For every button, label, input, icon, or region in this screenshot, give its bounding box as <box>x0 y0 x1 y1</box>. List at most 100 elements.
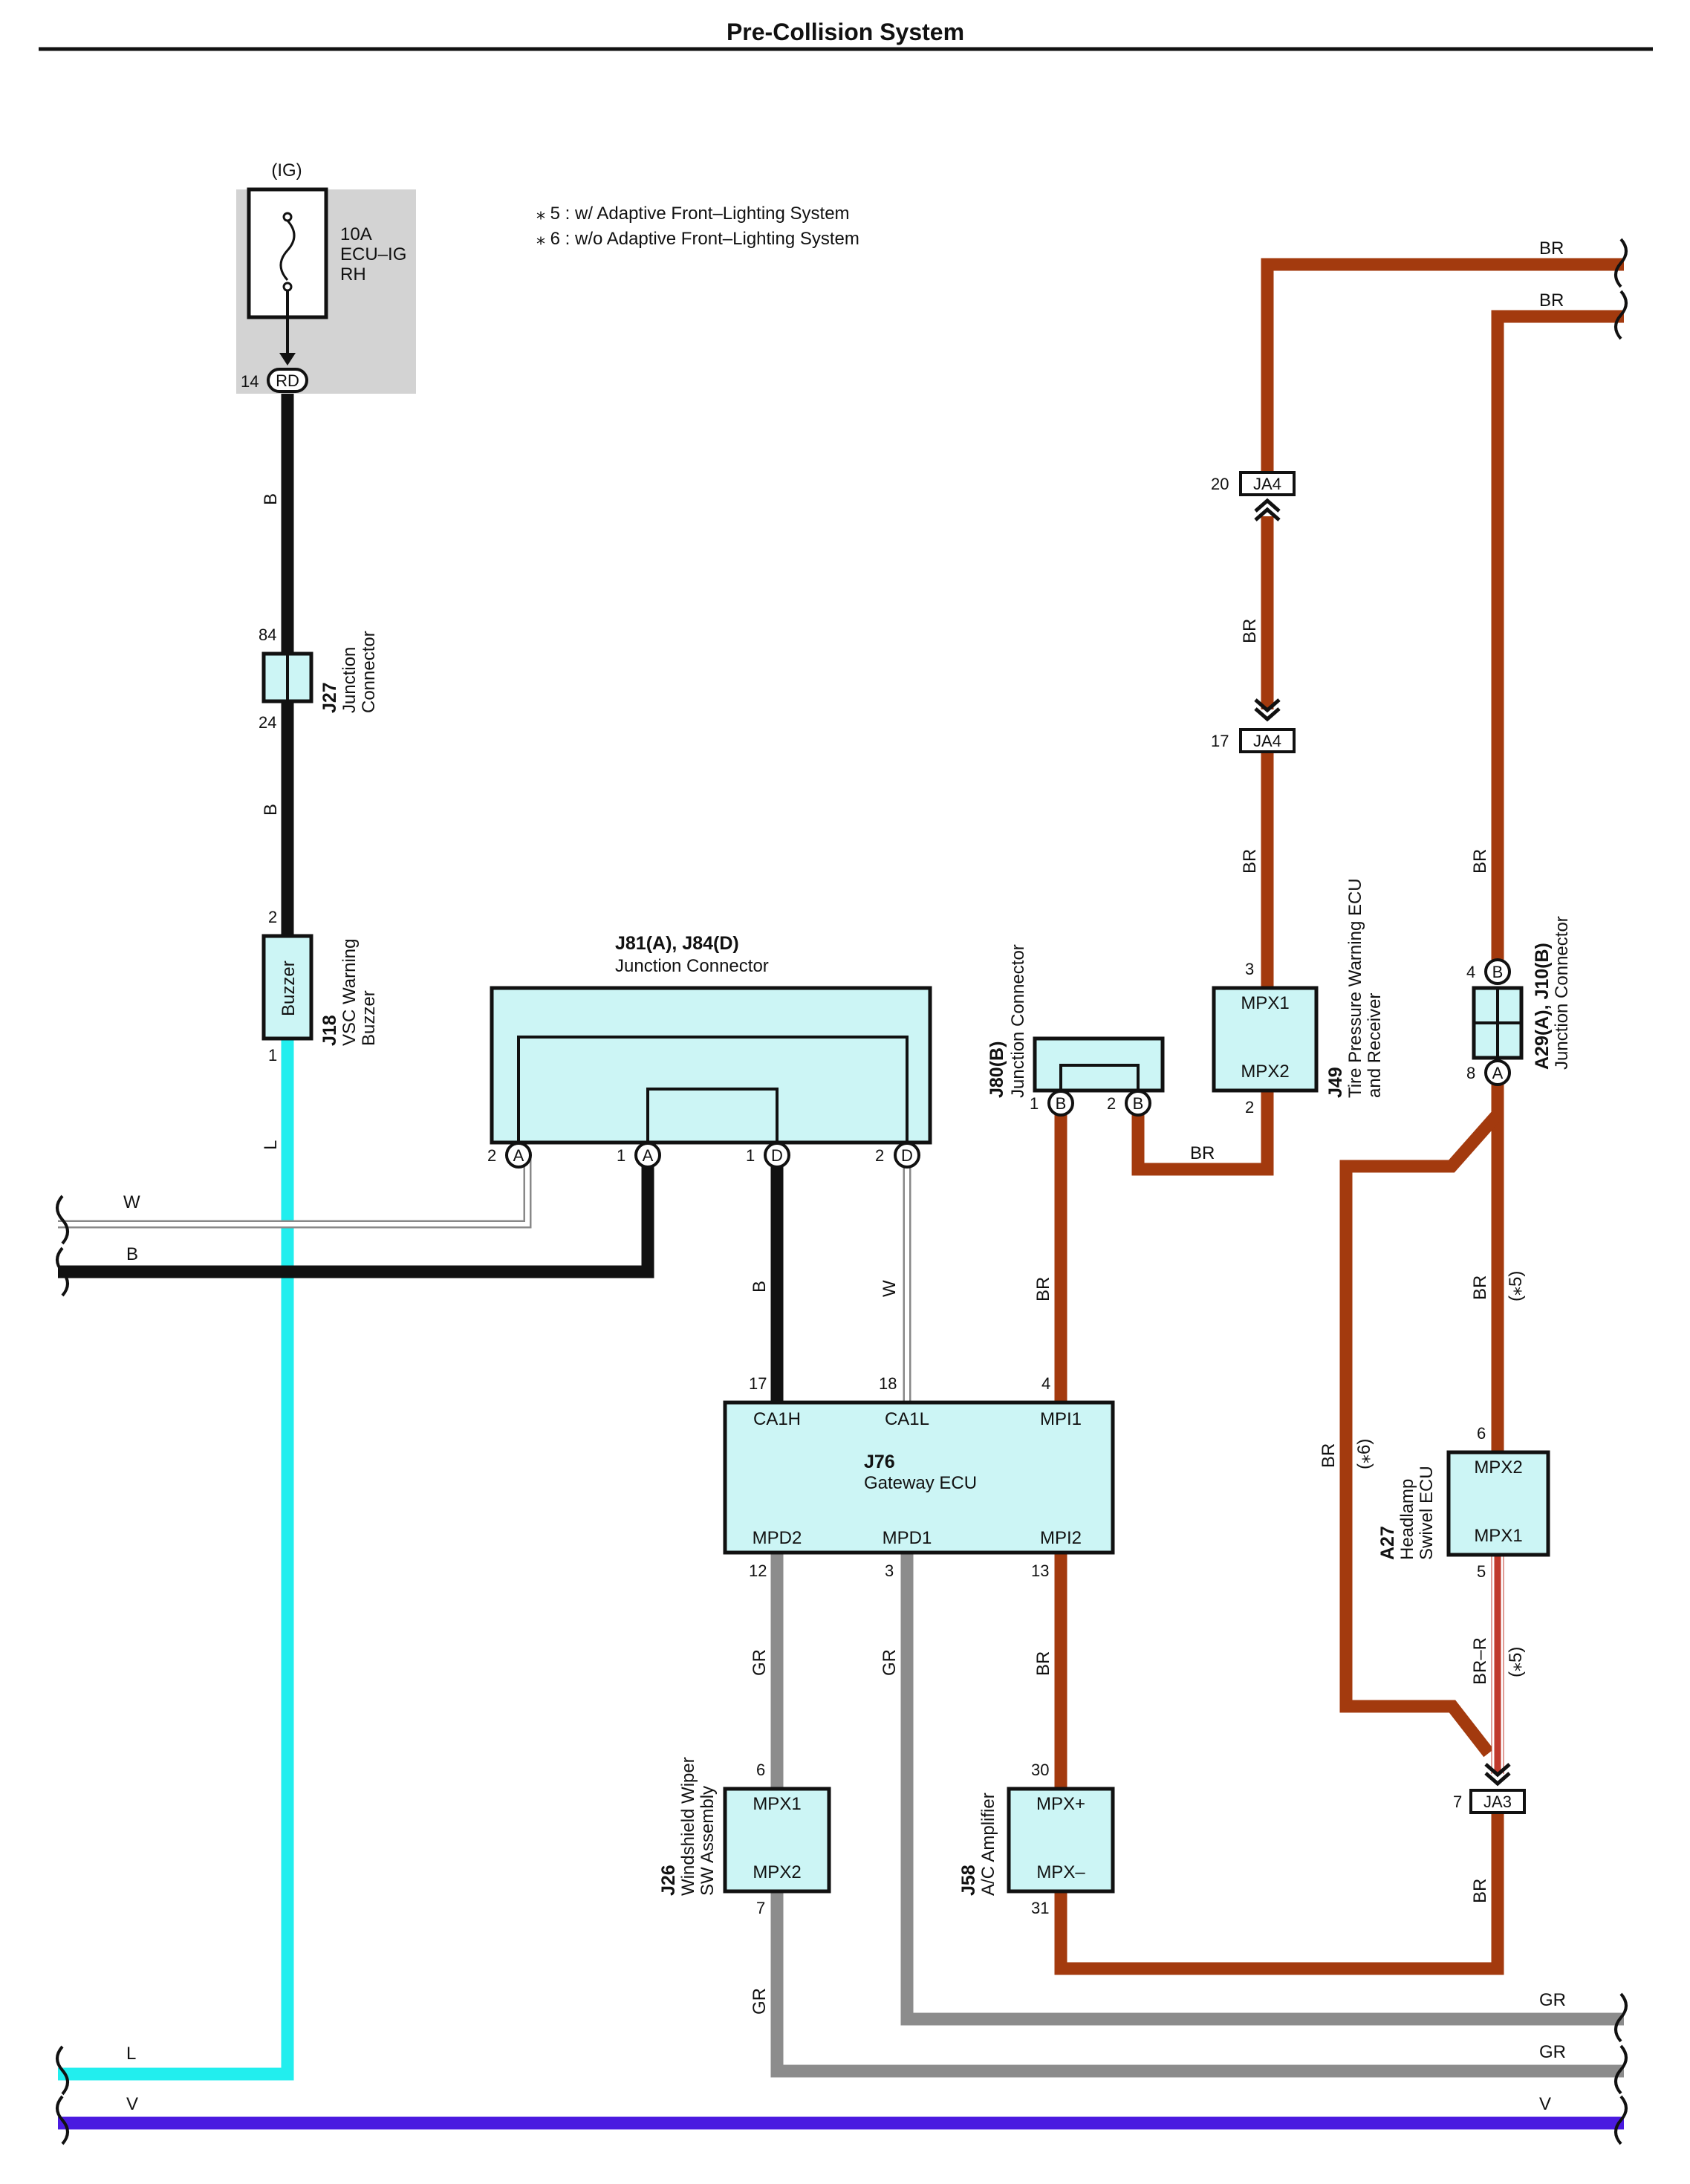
page-title: Pre-Collision System <box>727 19 964 45</box>
a27-line2: Swivel ECU <box>1417 1466 1437 1560</box>
chevron-down-icon <box>1484 1763 1511 1787</box>
j80-bus <box>1059 1064 1140 1102</box>
j80-pin-2b-conn: B <box>1133 1094 1144 1113</box>
j27-id: J27 <box>319 682 340 713</box>
j81-pin-1d-conn: D <box>771 1146 783 1165</box>
j26-line2: SW Assembly <box>698 1786 718 1896</box>
label-b-left: B <box>126 1244 138 1264</box>
a29-pin-bottom: 8 <box>1466 1064 1475 1082</box>
ja3-connector: JA3 7 <box>1453 1763 1526 1814</box>
label-br-top-1: BR <box>1539 238 1564 259</box>
label-br-a29: BR <box>1470 849 1490 874</box>
j80-pin-2b-num: 2 <box>1107 1094 1116 1113</box>
a27-box <box>1446 1450 1550 1557</box>
a29-id: A29(A), J10(B) <box>1532 943 1553 1070</box>
j49-line2: and Receiver <box>1365 993 1385 1098</box>
label-b-ecu: B <box>750 1281 770 1293</box>
j76-term-ca1l: CA1L <box>885 1409 929 1429</box>
break-right-br2 <box>1614 290 1628 340</box>
j49-pin-top: 3 <box>1245 960 1254 978</box>
chevron-up-icon <box>1254 498 1281 521</box>
label-br-j80-j49: BR <box>1190 1143 1215 1163</box>
break-right-v <box>1614 2095 1628 2145</box>
wire-br-ja3-j58 <box>1054 1813 1504 1975</box>
break-left-l <box>56 2045 69 2096</box>
j49-term-bottom: MPX2 <box>1241 1062 1289 1082</box>
label-br-ja4: BR <box>1240 619 1260 643</box>
j58-line1: A/C Amplifier <box>978 1793 998 1896</box>
label-br-a27: BR <box>1470 1275 1490 1300</box>
ja4-bottom-box <box>1239 728 1296 753</box>
wire-br-j80-j49 <box>1131 1091 1274 1176</box>
ja4-top-box <box>1239 471 1296 496</box>
j27-pin-top: 84 <box>259 625 276 644</box>
wire-gr-j26-bottom <box>770 1891 1624 2078</box>
wire-labels: B B L W B B W BR BR BR BR BR BR BR BR (⁎… <box>123 238 1566 2114</box>
j76-pin-13: 13 <box>1031 1561 1049 1580</box>
j76-pin-12: 12 <box>749 1561 767 1580</box>
j26-line1: Windshield Wiper <box>678 1757 698 1896</box>
j26-pin-top: 6 <box>756 1761 765 1779</box>
j81-pin-2d-conn: D <box>901 1146 913 1165</box>
ja4-pin-bottom: 17 <box>1211 732 1229 750</box>
j81-pin-1a-conn: A <box>643 1146 654 1165</box>
j81-pin-2d-circle <box>894 1142 920 1169</box>
j80-id: J80(B) <box>987 1041 1007 1098</box>
j76-name: Gateway ECU <box>864 1473 977 1493</box>
j49-pin-bottom: 2 <box>1245 1098 1254 1117</box>
a27-line1: Headlamp <box>1397 1479 1417 1560</box>
label-w-ecu: W <box>880 1280 900 1297</box>
j81-pin-2d: D 2 <box>875 1142 920 1169</box>
j58-box <box>1007 1787 1115 1894</box>
j80-pin-1b-conn: B <box>1056 1094 1067 1113</box>
j18-id: J18 <box>319 1015 340 1046</box>
j81-pin-2a: A 2 <box>487 1142 532 1169</box>
fuse-rating: 10A <box>340 224 372 244</box>
j58-term-bottom: MPX– <box>1036 1862 1085 1882</box>
label-br-ja3: BR <box>1470 1879 1490 1903</box>
note-5: ⁎ 5 : w/ Adaptive Front–Lighting System <box>536 204 850 224</box>
j81-name: Junction Connector <box>615 956 769 976</box>
wire-w-left-core <box>58 1157 530 1226</box>
label-v-right: V <box>1539 2094 1551 2114</box>
arrow-down-icon <box>279 353 296 365</box>
j18-inner-label: Buzzer <box>279 961 299 1016</box>
j76-pin-18: 18 <box>879 1374 897 1393</box>
j26-term-bottom: MPX2 <box>753 1862 801 1882</box>
ja4-pin-top: 20 <box>1211 475 1229 493</box>
wire-br-top-1 <box>1261 258 1624 475</box>
label-note5-a27: (⁎5) <box>1506 1271 1526 1301</box>
fuse-name-2: RH <box>340 264 366 285</box>
fuse-pin: 14 <box>241 372 259 391</box>
label-v-left: V <box>126 2094 138 2114</box>
j81-bus-outer <box>517 1036 909 1153</box>
j81-box <box>490 986 932 1145</box>
label-br-branch: BR <box>1319 1443 1339 1468</box>
fuse-name-1: ECU–IG <box>340 244 406 264</box>
j80-pin-2b: B 2 <box>1107 1090 1151 1117</box>
j18-line2: Buzzer <box>359 990 379 1046</box>
j18-pin-bottom: 1 <box>268 1046 277 1065</box>
j49-id: J49 <box>1325 1067 1346 1098</box>
label-note5-br-r: (⁎5) <box>1506 1647 1526 1677</box>
j49-box <box>1212 986 1319 1093</box>
j81-pin-2a-circle <box>505 1142 532 1169</box>
a27-pin-bottom: 5 <box>1477 1562 1486 1581</box>
label-l-vertical: L <box>261 1140 281 1150</box>
label-b-1: B <box>261 493 281 505</box>
j81-pin-2d-num: 2 <box>875 1146 884 1165</box>
break-right-gr2 <box>1614 2044 1628 2095</box>
a29-j10-junction-connector: B 4 A 8 A29(A), J10(B) Junction Connecto… <box>1466 916 1572 1086</box>
a29-conn-b: B <box>1492 963 1504 981</box>
ja4-connector: JA4 20 JA4 17 <box>1211 471 1296 753</box>
label-gr-right-2: GR <box>1539 2042 1566 2062</box>
break-left-b <box>56 1247 69 1297</box>
break-right-gr1 <box>1614 1992 1628 2043</box>
j27-line2: Connector <box>359 631 379 713</box>
j49-line1: Tire Pressure Warning ECU <box>1345 878 1365 1098</box>
j80-pin-1b-circle <box>1047 1090 1074 1117</box>
a27-headlamp-swivel-ecu: MPX2 MPX1 6 5 A27 Headlamp Swivel ECU <box>1377 1424 1550 1581</box>
ja4-bottom-label: JA4 <box>1253 732 1281 750</box>
j18-line1: VSC Warning <box>339 939 360 1047</box>
